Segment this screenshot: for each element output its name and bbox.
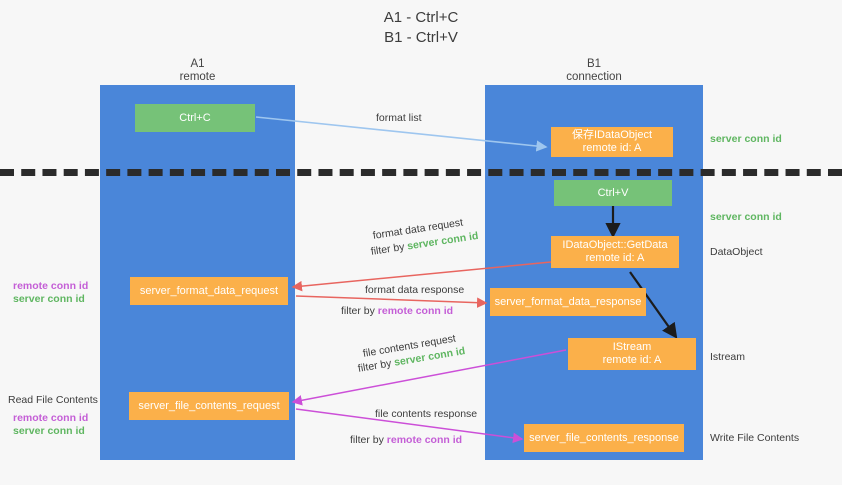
side-label-write-file-contents-text: Write File Contents [710,432,800,444]
side-label-remote-conn-id-2: remote conn id [13,411,88,425]
side-label-server-conn-id-mid-text: server conn id [710,211,782,223]
box-server-format-data-response-label: server_format_data_response [494,295,642,308]
diagram-title: A1 - Ctrl+C B1 - Ctrl+V [0,8,842,48]
side-label-istream-text: Istream [710,351,746,363]
box-save-idataobject-line2: remote id: A [582,142,642,154]
side-label-server-conn-id-2: server conn id [13,424,85,438]
side-label-server-conn-id-mid: server conn id [710,210,782,224]
box-server-file-contents-response[interactable]: server_file_contents_response [524,424,684,452]
edge-label-file-contents-response: file contents response [375,408,477,421]
filter-key-remote-conn-id: remote conn id [386,434,463,446]
edge-label-format-list-text: format list [376,112,422,124]
side-label-remote-conn-id-1: remote conn id [13,279,88,293]
edge-label-format-data-response-filter: filter by remote conn id [341,305,453,318]
column-header-left-role: remote [179,71,216,83]
box-istream[interactable]: IStream remote id: A [568,338,696,370]
side-label-read-file-contents: Read File Contents [8,393,98,407]
box-server-format-data-response[interactable]: server_format_data_response [490,288,646,316]
side-label-server-conn-id-top: server conn id [710,132,782,146]
column-header-right: B1 connection [485,58,703,84]
box-ctrl-v-label: Ctrl+V [597,186,629,199]
title-line-1: A1 - Ctrl+C [383,9,459,26]
edge-label-file-contents-response-text: file contents response [375,408,478,420]
edge-format-data-request [291,261,552,292]
box-save-idataobject[interactable]: 保存IDataObject remote id: A [551,127,673,157]
edge-format-list [255,116,548,152]
title-line-2: B1 - Ctrl+V [384,29,458,46]
box-getdata-line1: IDataObject::GetData [562,239,668,251]
column-header-left-name: A1 [190,58,205,70]
side-label-server-conn-id-1-text: server conn id [13,293,85,305]
filter-prefix: filter by [350,434,387,446]
column-header-right-name: B1 [586,58,602,70]
edge-getdata-to-istream [629,271,678,339]
filter-prefix: filter by [341,305,378,317]
phase-divider-line [0,169,842,176]
box-save-idataobject-line1: 保存IDataObject [571,129,653,141]
box-istream-line1: IStream [612,341,652,353]
side-label-server-conn-id-2-text: server conn id [13,425,85,437]
edge-label-format-data-response: format data response [365,284,464,297]
side-label-read-file-contents-text: Read File Contents [8,394,98,406]
box-server-format-data-request-label: server_format_data_request [139,284,279,297]
edge-format-data-response [295,295,488,308]
box-getdata-line2: remote id: A [585,252,645,264]
side-label-dataobject-text: DataObject [710,246,763,258]
edge-file-contents-request [291,349,567,406]
side-label-server-conn-id-1: server conn id [13,292,85,306]
box-server-format-data-request[interactable]: server_format_data_request [130,277,288,305]
edge-label-file-contents-response-filter: filter by remote conn id [350,434,462,447]
side-label-write-file-contents: Write File Contents [710,431,799,445]
box-server-file-contents-response-label: server_file_contents_response [529,431,679,444]
side-label-server-conn-id-top-text: server conn id [710,133,782,145]
box-server-file-contents-request[interactable]: server_file_contents_request [129,392,289,420]
edge-label-format-data-response-text: format data response [365,284,465,296]
side-label-remote-conn-id-2-text: remote conn id [13,412,89,424]
edge-file-contents-response [295,408,524,444]
box-istream-line2: remote id: A [602,354,662,366]
side-label-remote-conn-id-1-text: remote conn id [13,280,89,292]
box-ctrl-c[interactable]: Ctrl+C [135,104,255,132]
box-ctrl-c-label: Ctrl+C [179,111,211,124]
column-header-left: A1 remote [100,58,295,84]
box-server-file-contents-request-label: server_file_contents_request [138,399,280,412]
box-ctrl-v[interactable]: Ctrl+V [554,180,672,206]
side-label-dataobject: DataObject [710,245,763,259]
filter-key-remote-conn-id: remote conn id [377,305,454,317]
side-label-istream: Istream [710,350,745,364]
box-idataobject-getdata[interactable]: IDataObject::GetData remote id: A [551,236,679,268]
edge-label-format-list: format list [376,112,422,125]
column-header-right-role: connection [566,71,622,83]
